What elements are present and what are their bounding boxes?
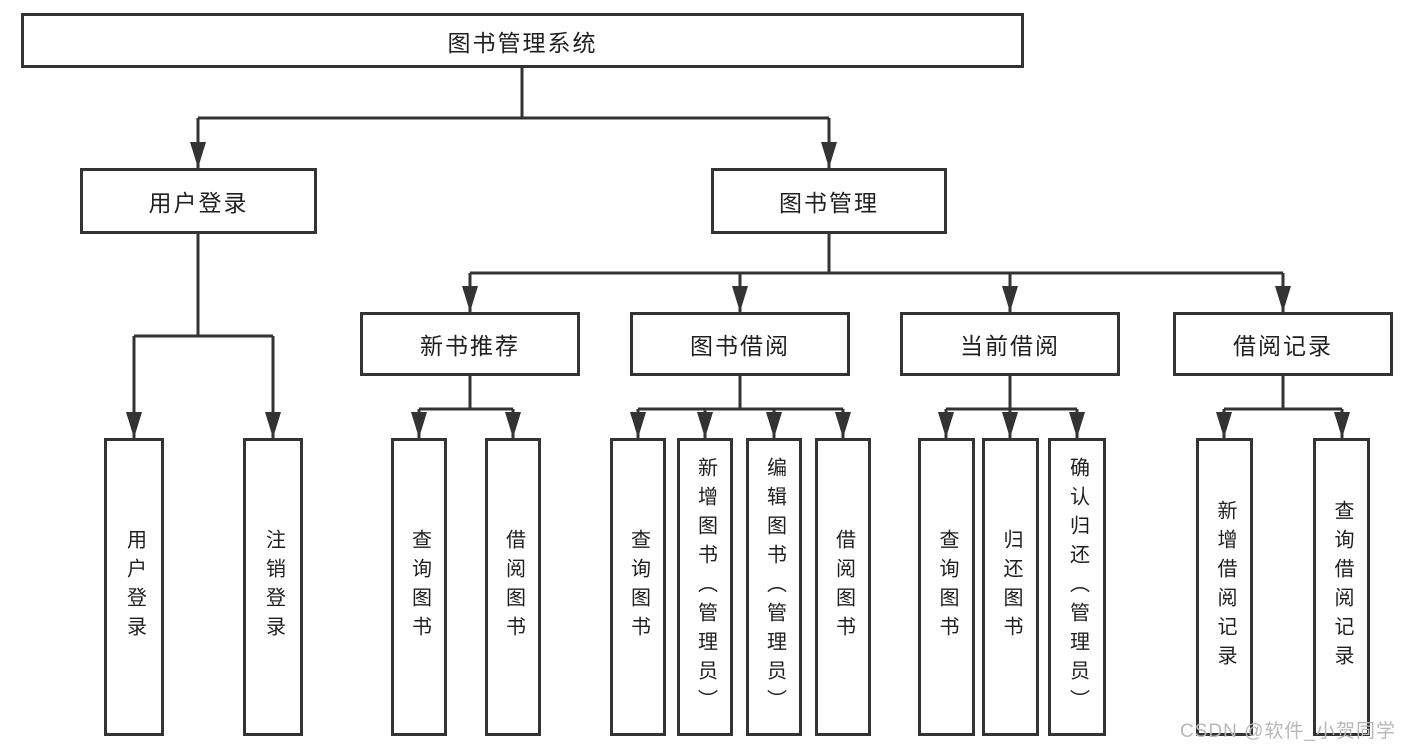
- leaf-user-login-label: 用户登录: [123, 529, 146, 645]
- node-borrowing-records-label: 借阅记录: [1233, 333, 1333, 359]
- leaf-query-books-current: 查询图书: [918, 438, 975, 736]
- leaf-confirm-return-admin: 确认归还（管理员）: [1048, 438, 1106, 736]
- leaf-user-login: 用户登录: [104, 438, 164, 736]
- node-borrowing-records: 借阅记录: [1173, 312, 1393, 376]
- leaf-add-borrow-record: 新增借阅记录: [1196, 438, 1253, 736]
- node-current-borrowing: 当前借阅: [900, 312, 1120, 376]
- node-root-label: 图书管理系统: [447, 29, 598, 56]
- leaf-query-books-borrow: 查询图书: [610, 438, 666, 736]
- node-current-borrowing-label: 当前借阅: [960, 333, 1060, 359]
- csdn-watermark: CSDN @软件_小贺同学: [1180, 721, 1396, 742]
- leaf-borrow-books-recommend: 借阅图书: [485, 438, 541, 736]
- leaf-borrow-books: 借阅图书: [815, 438, 871, 736]
- node-user-login: 用户登录: [80, 168, 317, 234]
- leaf-borrow-books-label: 借阅图书: [832, 529, 855, 645]
- leaf-query-books-borrow-label: 查询图书: [627, 529, 650, 645]
- leaf-query-borrow-record-label: 查询借阅记录: [1331, 500, 1353, 674]
- leaf-edit-books-admin-label: 编辑图书（管理员）: [763, 456, 786, 718]
- node-book-borrowing-label: 图书借阅: [690, 333, 790, 359]
- leaf-edit-books-admin: 编辑图书（管理员）: [746, 438, 802, 736]
- leaf-confirm-return-admin-label: 确认归还（管理员）: [1066, 456, 1089, 718]
- node-new-book-recommend-label: 新书推荐: [420, 333, 520, 359]
- node-user-login-label: 用户登录: [148, 190, 249, 216]
- leaf-return-books: 归还图书: [982, 438, 1039, 736]
- node-book-management: 图书管理: [711, 168, 947, 234]
- leaf-return-books-label: 归还图书: [1000, 529, 1022, 645]
- leaf-add-borrow-record-label: 新增借阅记录: [1214, 500, 1236, 674]
- leaf-logout-login-label: 注销登录: [262, 529, 285, 645]
- node-book-borrowing: 图书借阅: [630, 312, 850, 376]
- leaf-add-books-admin-label: 新增图书（管理员）: [694, 456, 717, 718]
- leaf-query-books-current-label: 查询图书: [936, 529, 958, 645]
- node-root: 图书管理系统: [21, 13, 1024, 68]
- leaf-query-books-recommend: 查询图书: [391, 438, 447, 736]
- leaf-borrow-books-recommend-label: 借阅图书: [502, 529, 525, 645]
- node-new-book-recommend: 新书推荐: [360, 312, 580, 376]
- leaf-query-borrow-record: 查询借阅记录: [1313, 438, 1370, 736]
- node-book-management-label: 图书管理: [779, 190, 879, 216]
- leaf-query-books-recommend-label: 查询图书: [408, 529, 431, 645]
- leaf-logout-login: 注销登录: [243, 438, 303, 736]
- leaf-add-books-admin: 新增图书（管理员）: [677, 438, 733, 736]
